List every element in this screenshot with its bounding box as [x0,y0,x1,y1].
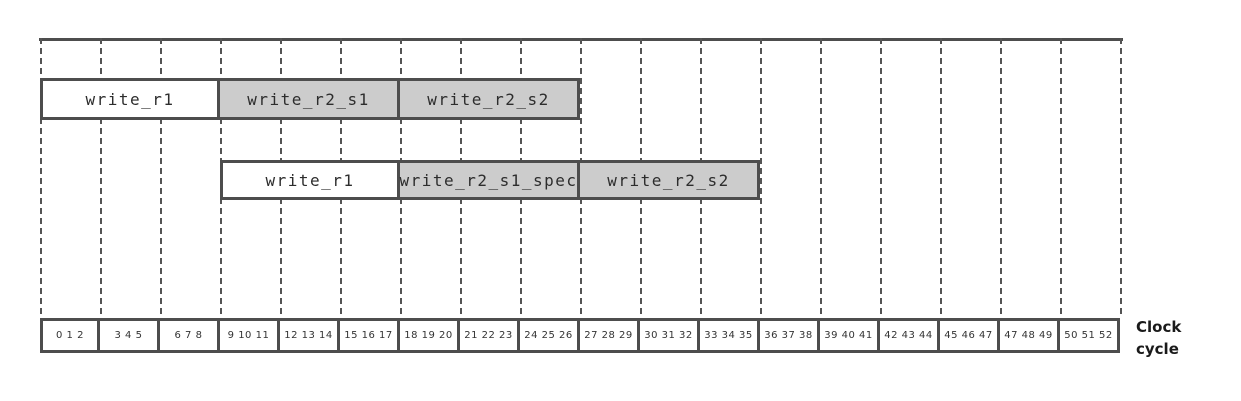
clock-cell: 18 19 20 [397,318,460,353]
grid-dashed-line [1000,38,1002,318]
clock-cell: 6 7 8 [157,318,220,353]
grid-dashed-line [940,38,942,318]
task-box-write_r2_s1_spec: write_r2_s1_spec [397,160,580,200]
clock-cell: 12 13 14 [277,318,340,353]
clock-cell: 15 16 17 [337,318,400,353]
task-box-write_r1: write_r1 [40,78,220,120]
grid-dashed-line [760,38,762,318]
clock-cell: 36 37 38 [757,318,820,353]
task-box-write_r2_s1: write_r2_s1 [217,78,400,120]
clock-cell: 50 51 52 [1057,318,1120,353]
clock-cell: 42 43 44 [877,318,940,353]
grid-dashed-line [820,38,822,318]
grid-dashed-line [1060,38,1062,318]
grid-dashed-line [1120,38,1122,318]
clock-cell: 24 25 26 [517,318,580,353]
clock-cell: 0 1 2 [40,318,100,353]
clock-cell: 33 34 35 [697,318,760,353]
grid-dashed-line [160,38,162,318]
clock-cell: 47 48 49 [997,318,1060,353]
clock-cell: 3 4 5 [97,318,160,353]
task-box-write_r1: write_r1 [220,160,400,200]
grid-dashed-line [880,38,882,318]
clock-cell: 45 46 47 [937,318,1000,353]
clock-cycle-axis-label: Clock cycle [1136,318,1182,358]
clock-cell: 27 28 29 [577,318,640,353]
clock-cell: 21 22 23 [457,318,520,353]
clock-cell: 39 40 41 [817,318,880,353]
clock-cell: 9 10 11 [217,318,280,353]
clock-cell: 30 31 32 [637,318,700,353]
task-box-write_r2_s2: write_r2_s2 [577,160,760,200]
grid-dashed-line [40,38,42,318]
task-box-write_r2_s2: write_r2_s2 [397,78,580,120]
grid-dashed-line [100,38,102,318]
